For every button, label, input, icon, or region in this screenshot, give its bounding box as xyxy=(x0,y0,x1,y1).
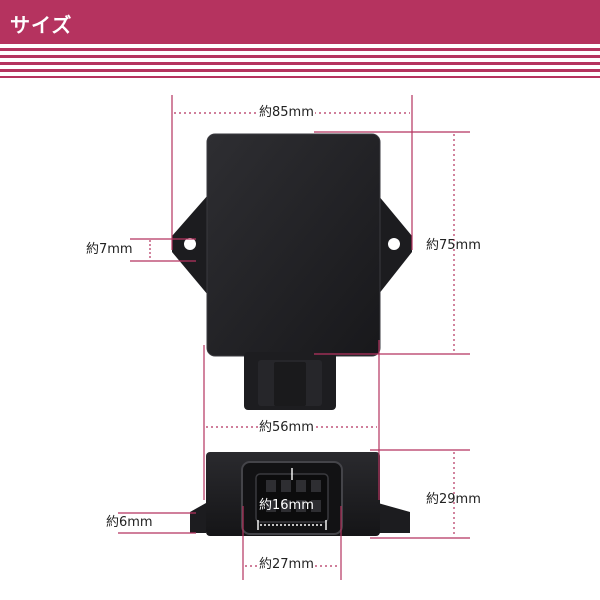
section-header: サイズ xyxy=(0,0,600,44)
ecu-body xyxy=(207,134,380,356)
header-stripe xyxy=(0,48,600,51)
depth-label: 約29mm xyxy=(426,492,481,507)
hole-label: 約7mm xyxy=(86,242,133,257)
width-label: 約85mm xyxy=(258,105,315,121)
header-stripe xyxy=(0,69,600,72)
body-width-label: 約56mm xyxy=(258,420,315,436)
right-mount-hole xyxy=(388,238,400,250)
connector-inner-lines xyxy=(257,468,327,530)
side-left-flange xyxy=(190,503,206,533)
header-stripe xyxy=(0,76,600,78)
header-stripe xyxy=(0,55,600,58)
ecu-side-view xyxy=(190,452,410,536)
section-title: サイズ xyxy=(10,13,73,37)
left-mount-hole xyxy=(184,238,196,250)
flange-label: 約6mm xyxy=(106,515,153,530)
height-label: 約75mm xyxy=(426,238,481,253)
connector-inner-label: 約16mm xyxy=(259,498,314,513)
connector-outer-label: 約27mm xyxy=(258,557,315,573)
header-stripe xyxy=(0,62,600,65)
ecu-top-view xyxy=(172,133,412,410)
side-right-flange xyxy=(378,503,410,533)
